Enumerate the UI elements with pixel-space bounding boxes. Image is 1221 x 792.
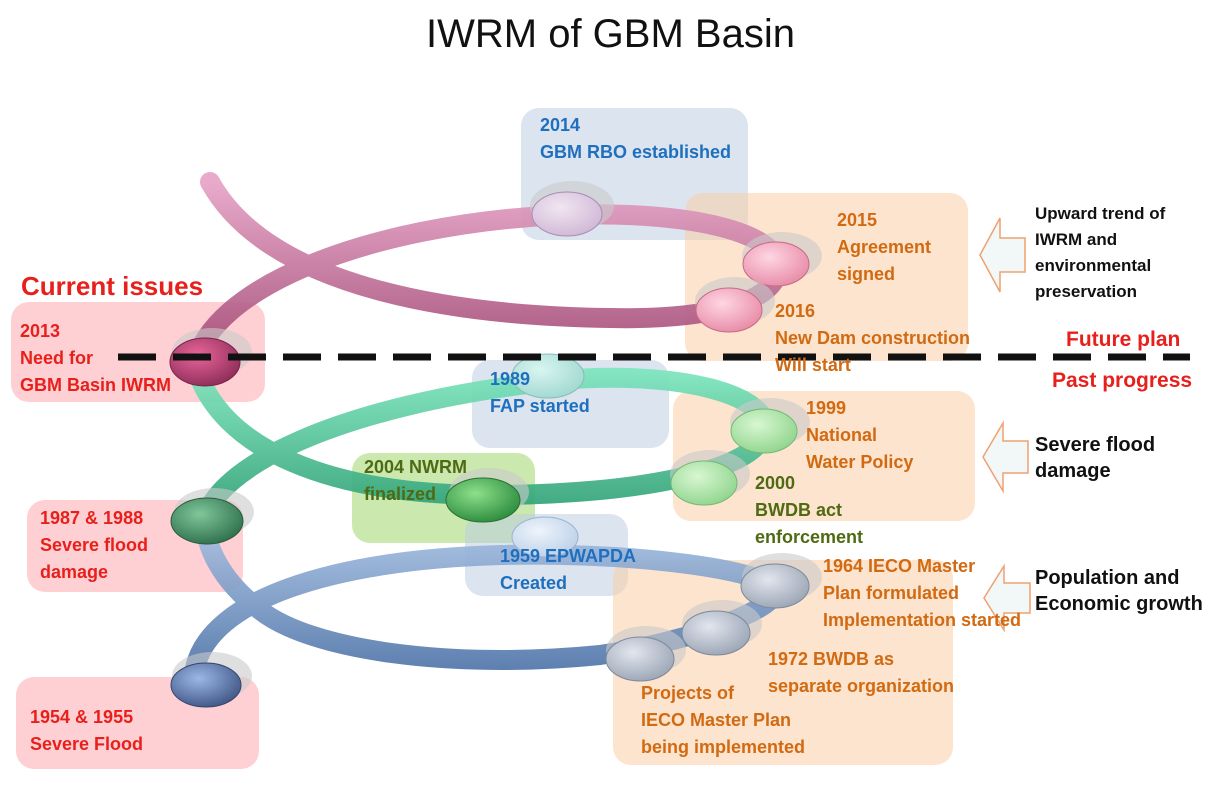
- future-plan-label: Future plan: [1066, 328, 1181, 351]
- arrow-flood: [982, 420, 1029, 494]
- trend-population: Population and Economic growth: [1035, 567, 1203, 615]
- node-2015: [742, 232, 822, 287]
- node-ieco: [605, 626, 686, 682]
- event-1964: 1964 IECO Master Plan formulated Impleme…: [823, 556, 1022, 630]
- node-1987: [170, 488, 254, 545]
- event-1954: 1954 & 1955 Severe Flood: [30, 707, 144, 754]
- event-ieco: Projects of IECO Master Plan being imple…: [641, 683, 806, 757]
- trend-upward: Upward trend of IWRM and environmental p…: [1035, 204, 1166, 301]
- node-1954: [170, 652, 252, 708]
- event-2013: 2013 Need for GBM Basin IWRM: [20, 321, 171, 395]
- event-1987: 1987 & 1988 Severe flood damage: [40, 508, 149, 582]
- page-title: IWRM of GBM Basin: [426, 12, 795, 56]
- event-2015: 2015 Agreement signed: [837, 210, 932, 284]
- event-2004: 2004 NWRM finalized: [364, 457, 468, 504]
- node-1959: [511, 516, 579, 558]
- event-1999: 1999 National Water Policy: [806, 398, 914, 472]
- event-1972: 1972 BWDB as separate organization: [768, 649, 955, 696]
- trend-flood: Severe flood damage: [1035, 434, 1156, 482]
- node-2013: [169, 328, 252, 387]
- event-2000: 2000 BWDB act enforcement: [755, 473, 864, 547]
- node-1999: [730, 398, 810, 454]
- event-1959: 1959 EPWAPDA Created: [500, 546, 637, 593]
- event-2016: 2016 New Dam construction Will start: [775, 301, 971, 375]
- current-issues-label: Current issues: [21, 271, 204, 301]
- node-1964: [740, 553, 822, 609]
- node-2014: [530, 181, 614, 237]
- arrow-population: [983, 563, 1031, 633]
- node-1989: [511, 353, 585, 399]
- node-2004: [445, 468, 529, 523]
- event-1989: 1989 FAP started: [490, 369, 590, 416]
- past-progress-label: Past progress: [1052, 369, 1193, 392]
- node-2016: [695, 277, 775, 333]
- arrow-upward-trend: [979, 217, 1026, 293]
- event-2014: 2014 GBM RBO established: [540, 115, 732, 162]
- node-2000: [670, 450, 750, 506]
- ribbon-pink: [185, 172, 788, 375]
- node-1972: [681, 600, 762, 656]
